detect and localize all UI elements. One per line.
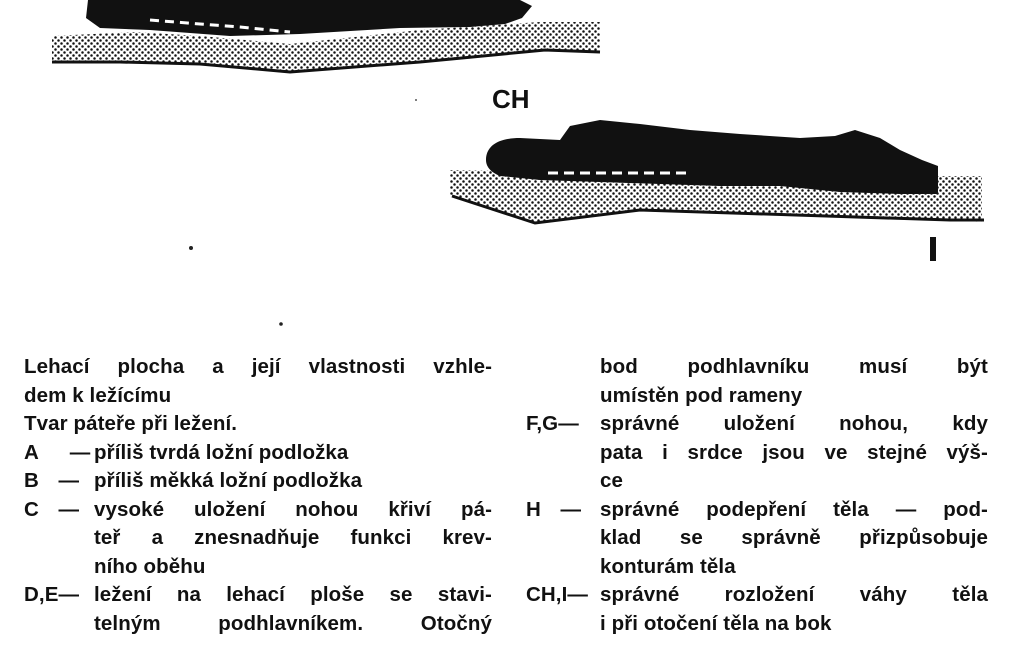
legend-text: správné uložení nohou, kdy (600, 412, 988, 435)
caption-subheading: Tvar páteře při ležení. (24, 412, 238, 435)
legend-text: příliš měkká ložní podložka (94, 469, 363, 492)
legend-text: i při otočení těla na bok (600, 611, 832, 635)
scan-speck (189, 246, 193, 250)
figure-label-ch: CH (492, 84, 530, 114)
legend-text: klad se správně přizpůsobuje (600, 526, 988, 549)
legend-text: bod podhlavníku musí být (600, 355, 988, 378)
mattress-top (52, 22, 600, 72)
figure-label-i (930, 237, 936, 261)
legend-key: D,E (24, 583, 59, 606)
legend-key: A (24, 440, 39, 464)
scan-speck (415, 99, 417, 101)
body-silhouette-bottom (486, 120, 938, 194)
legend-item-c: C — vysoké uložení nohou křiví pá- teř a… (24, 496, 492, 582)
legend-dash: — (567, 583, 589, 606)
caption-heading-line: Lehací plocha a její vlastnosti vzhle- (24, 355, 492, 378)
legend-key: H (526, 497, 541, 521)
mattress-top-base-line (52, 48, 601, 74)
legend-text: správné podepření těla — pod- (600, 497, 988, 521)
legend-dash: — (58, 469, 80, 492)
legend-key: C (24, 497, 39, 521)
legend-text: ležení na lehací ploše se stavi- (94, 583, 492, 606)
legend-text: umístěn pod rameny (600, 383, 803, 407)
legend-item-fg: F,G— správné uložení nohou, kdy pata i s… (526, 410, 988, 496)
scan-speck (279, 322, 283, 326)
legend-item-chi: CH,I— správné rozložení váhy těla i při … (526, 581, 988, 638)
legend-item-b: B — příliš měkká ložní podložka (24, 467, 492, 496)
legend-dash: — (558, 412, 579, 435)
legend-dash: — (58, 497, 80, 521)
legend-item-de-continuation: bod podhlavníku musí být umístěn pod ram… (526, 353, 988, 410)
legend-text: ce (600, 469, 624, 492)
legend-item-a: A — příliš tvrdá ložní podložka (24, 439, 492, 468)
legend-text: pata i srdce jsou ve stejné výš- (600, 440, 988, 464)
legend-key: CH,I (526, 583, 568, 606)
legend-dash: — (560, 497, 582, 521)
caption-right-column: bod podhlavníku musí být umístěn pod ram… (526, 353, 988, 638)
legend-item-de: D,E— ležení na lehací ploše se stavi- te… (24, 581, 492, 638)
legend-key: B (24, 469, 39, 492)
legend-dash: — (58, 583, 80, 606)
legend-text: teř a znesnadňuje funkci krev- (94, 526, 492, 549)
legend-key: F,G (526, 412, 559, 435)
illustration: CH (52, 0, 984, 326)
caption-left-column: Lehací plocha a její vlastnosti vzhle- d… (24, 353, 492, 638)
legend-text: konturám těla (600, 554, 736, 578)
legend-text: ního oběhu (94, 554, 206, 578)
legend-text: vysoké uložení nohou křiví pá- (94, 497, 492, 521)
caption-heading-line: dem k ležícímu (24, 383, 172, 407)
legend-dash: — (69, 440, 91, 464)
mattress-bottom-base-line (451, 194, 984, 225)
legend-text: telným podhlavníkem. Otočný (94, 611, 492, 635)
legend-item-h: H — správné podepření těla — pod- klad s… (526, 496, 988, 582)
legend-text: správné rozložení váhy těla (600, 583, 988, 606)
legend-text: příliš tvrdá ložní podložka (94, 440, 349, 464)
body-silhouette-top (86, 0, 532, 36)
